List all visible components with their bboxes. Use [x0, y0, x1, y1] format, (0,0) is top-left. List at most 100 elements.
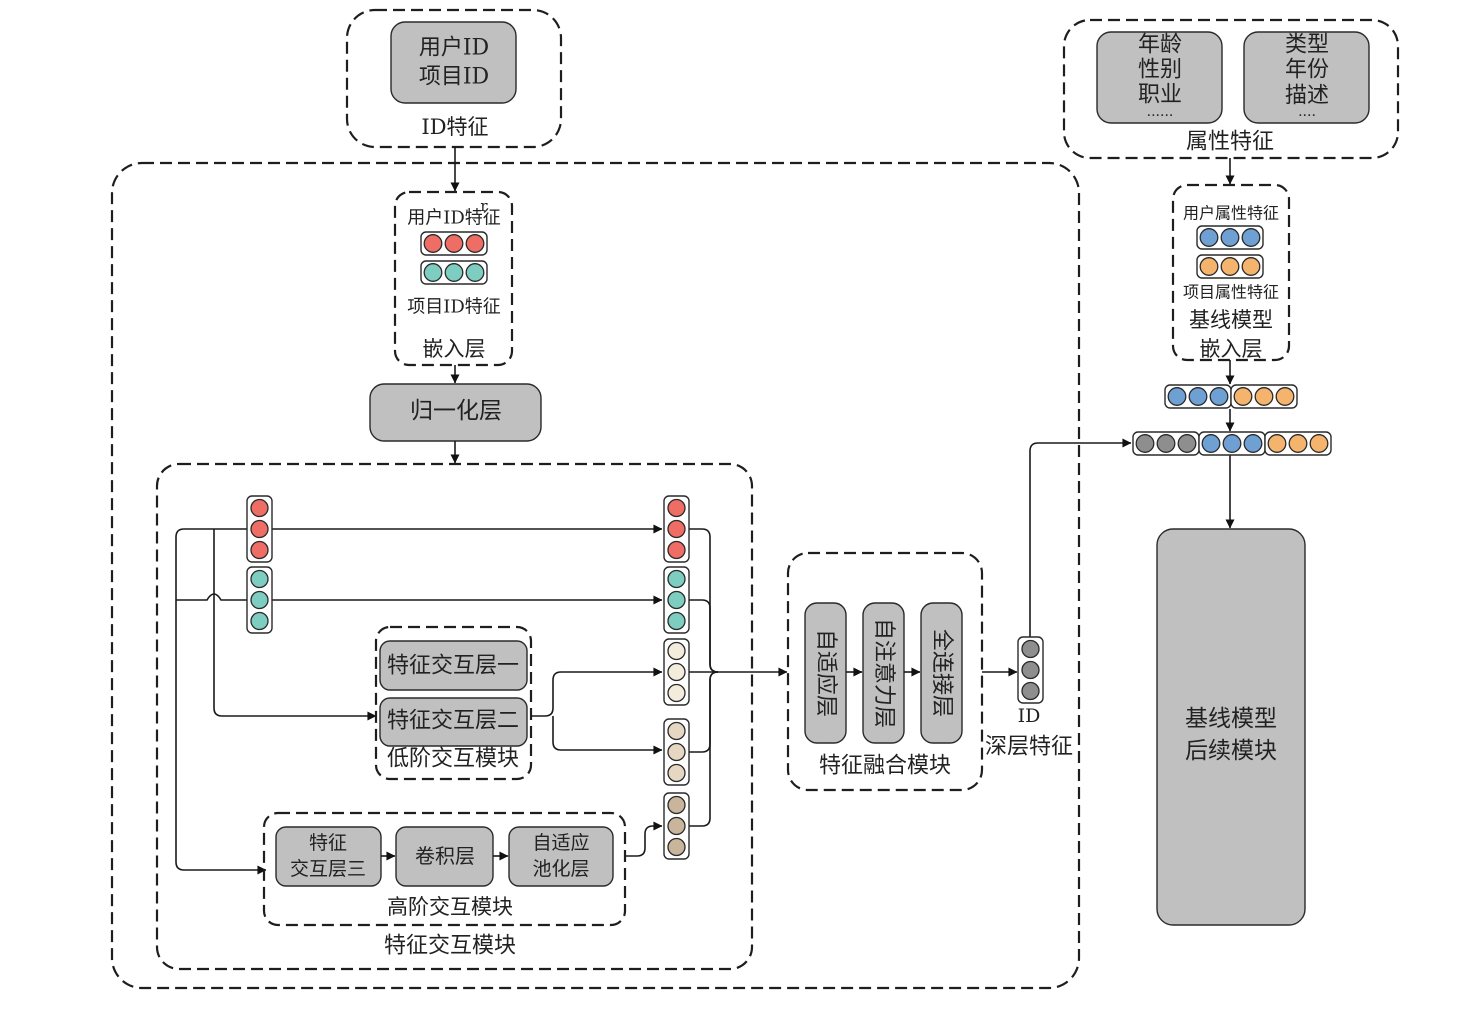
link-to-high-order — [175, 528, 267, 875]
item-vector-input — [246, 566, 273, 634]
feature-interaction-label: 特征交互模块 — [384, 934, 516, 959]
user-vector-input — [246, 495, 273, 563]
attr-concat-item-vector-circle — [1233, 387, 1253, 406]
high-order-vector — [663, 792, 690, 860]
baseline-rest-box — [1156, 528, 1306, 926]
link-item-vector-left — [176, 593, 247, 601]
embedding-vectors — [246, 225, 1332, 860]
low-order-vector-1-circle — [667, 662, 686, 682]
id-deep-feature-vector-circle — [1021, 681, 1040, 701]
interaction-layer-2-box — [379, 697, 528, 747]
link-to-low-order — [213, 529, 377, 721]
item-vector-output-circle — [667, 569, 686, 589]
attention-layer-label: 自注意力层 — [871, 618, 896, 728]
low-order-vector-1-circle — [667, 683, 686, 703]
embedding-layer-group: r 用户ID特征 项目ID特征 嵌入层 — [393, 190, 514, 367]
merge-item-vector — [689, 599, 719, 673]
baseline-embedding-frame — [1171, 183, 1291, 362]
baseline-rest-line-2: 后续模块 — [1185, 738, 1277, 764]
id-feature-group: 用户ID 项目ID ID特征 — [345, 8, 563, 149]
fc-layer-label: 全连接层 — [929, 629, 954, 717]
concat-item-attr-vector-circle — [1288, 434, 1308, 453]
item-vector-input-circle — [250, 590, 269, 610]
attr-concat-user-vector-circle — [1209, 387, 1229, 406]
interaction-layer-2-label: 特征交互层二 — [387, 709, 519, 734]
id-feature-line-item: 项目ID — [419, 65, 489, 90]
baseline-rest-line-1: 基线模型 — [1185, 706, 1277, 732]
id-feature-label: ID特征 — [421, 115, 488, 139]
adaptive-pool-line-2: 池化层 — [532, 858, 589, 880]
id-deep-feature-vector-circle — [1021, 639, 1040, 659]
user-vector-output-circle — [667, 519, 686, 539]
user-attr-gender: 性别 — [1138, 58, 1182, 83]
item-attribute-feature-label: 项目属性特征 — [1183, 283, 1279, 302]
embedding-layer-frame — [393, 190, 514, 367]
embedding-stray-mark: r — [480, 197, 488, 215]
embedding-layer-title: 嵌入层 — [423, 337, 486, 361]
item-vector-output-circle — [667, 611, 686, 631]
high-order-vector-circle — [667, 795, 686, 815]
link-deep-to-concat — [1029, 438, 1132, 637]
attention-layer-box — [862, 602, 905, 744]
low-order-label: 低阶交互模块 — [387, 747, 519, 772]
feature-interaction-frame — [155, 462, 754, 971]
user-attribute-embedding-vector-circle — [1241, 228, 1261, 247]
attribute-feature-label: 属性特征 — [1186, 130, 1274, 155]
concat-user-attr-vector-circle — [1243, 434, 1263, 453]
user-attribute-box — [1096, 31, 1223, 124]
item-attr-description: 描述 — [1285, 84, 1329, 109]
item-id-embedding-vector-circle — [423, 263, 443, 282]
id-deep-feature-vector — [1017, 636, 1044, 704]
attr-concat-item-vector — [1230, 384, 1298, 409]
fc-layer-box — [920, 602, 963, 744]
user-id-embedding-vector — [420, 231, 488, 256]
item-attribute-box — [1243, 31, 1370, 124]
item-id-embedding-vector — [420, 260, 488, 285]
id-model-container — [110, 161, 1081, 990]
item-attr-year: 年份 — [1285, 58, 1329, 83]
item-attribute-embedding-vector-circle — [1241, 257, 1261, 276]
id-feature-frame — [345, 8, 563, 149]
attribute-feature-group: 年龄 性别 职业 ...... 类型 年份 描述 .... 属性特征 — [1062, 18, 1400, 160]
item-attribute-embedding-vector-circle — [1199, 257, 1219, 276]
user-attr-age: 年龄 — [1138, 33, 1182, 58]
item-vector-output — [663, 566, 690, 634]
baseline-embedding-title-2: 嵌入层 — [1200, 337, 1263, 361]
concat-item-attr-vector-circle — [1309, 434, 1329, 453]
baseline-embedding-group: 用户属性特征 项目属性特征 基线模型 嵌入层 — [1171, 183, 1291, 362]
link-low-order-down — [552, 716, 663, 755]
user-id-embedding-vector-circle — [465, 234, 485, 253]
id-feature-line-user: 用户ID — [419, 36, 489, 61]
concat-item-attr-vector — [1264, 431, 1332, 456]
item-id-embedding-vector-circle — [465, 263, 485, 282]
conv-layer-label: 卷积层 — [415, 844, 475, 868]
concat-id-vector-circle — [1135, 434, 1155, 453]
item-attr-type: 类型 — [1285, 33, 1329, 58]
low-order-vector-2-circle — [667, 721, 686, 741]
interaction-layer-1-label: 特征交互层一 — [387, 654, 519, 679]
low-order-interaction-module: 特征交互层一 特征交互层二 低阶交互模块 — [374, 625, 533, 781]
attr-concat-item-vector-circle — [1254, 387, 1274, 406]
attribute-feature-frame — [1062, 18, 1400, 160]
user-vector-output-circle — [667, 498, 686, 518]
user-attr-ellipsis: ...... — [1147, 104, 1174, 120]
low-order-vector-2 — [663, 718, 690, 786]
deep-feature-label-2: 深层特征 — [985, 735, 1073, 760]
user-id-embedding-vector-circle — [444, 234, 464, 253]
adaptive-pool-line-1: 自适应 — [532, 832, 589, 854]
concat-id-vector-circle — [1156, 434, 1176, 453]
concat-user-attr-vector — [1198, 431, 1266, 456]
concat-id-vector — [1132, 431, 1200, 456]
merge-high-order — [689, 671, 719, 827]
adaptive-pool-box — [508, 826, 614, 887]
item-attr-ellipsis: .... — [1298, 104, 1316, 120]
user-attr-occupation: 职业 — [1138, 83, 1182, 108]
link-low-order-up — [531, 667, 663, 717]
id-feature-box — [390, 21, 517, 104]
user-vector-input-circle — [250, 519, 269, 539]
low-order-frame — [374, 625, 533, 781]
baseline-embedding-title-1: 基线模型 — [1189, 308, 1273, 332]
deep-feature-label-1: ID — [1018, 705, 1041, 727]
item-id-feature-label: 项目ID特征 — [407, 297, 501, 318]
